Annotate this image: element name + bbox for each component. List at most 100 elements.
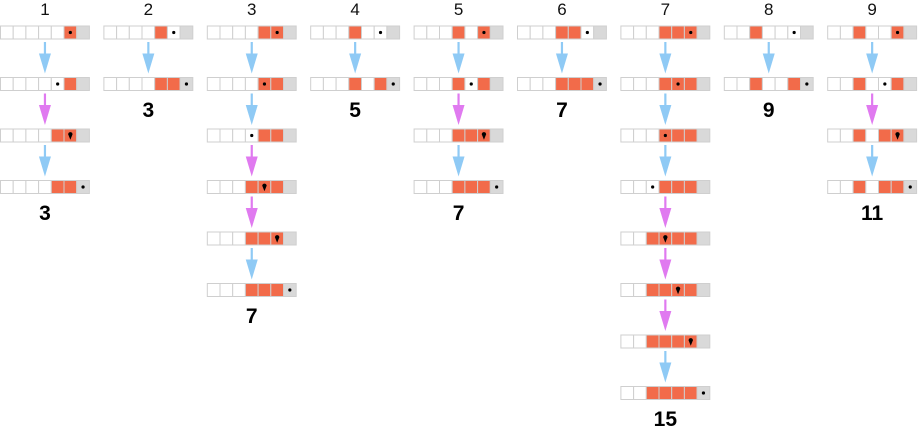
head-dot-icon [81,185,85,189]
tape-cell-empty [12,180,27,194]
head-dot-icon [651,185,655,189]
tape-cell-filled [671,128,685,143]
tape-end-cell [903,128,918,143]
tape-cell-filled [257,25,272,40]
tape-cell-filled [567,77,582,91]
tape-cell-empty [426,77,440,91]
tape-end-cell [696,77,711,91]
tape-cell-empty [232,283,246,297]
tape-end-cell [283,180,297,194]
tape-cell-filled [580,77,595,91]
head-drop-icon [481,132,487,140]
arrow-down-blue-icon [866,53,879,74]
tape-cell-filled [451,128,466,143]
tape-cell-empty [361,77,375,91]
tape-cell-empty [620,283,635,297]
tape-end-cell [283,25,297,40]
head-dot-icon [805,82,809,86]
tape-cell-empty [219,25,234,40]
tape-cell-empty [645,25,660,40]
tape-cell-filled [477,180,491,194]
tape-cell-filled [852,77,867,91]
tape-cell-empty [232,128,246,143]
tape-cell-filled [671,231,685,246]
tape-cell-empty [827,77,841,91]
tape-cell-filled [683,180,698,194]
tape-cell-empty [244,77,259,91]
tape-cell-filled [658,77,673,91]
input-label: 2 [143,0,154,19]
head-dot-icon [676,82,680,86]
tape-end-cell [76,128,90,143]
tape-cell-empty [633,283,647,297]
arrow-down-pink-icon [866,105,879,125]
tape-cell-empty [865,128,879,143]
tape-cell-empty [322,77,337,91]
tape-cell-empty [128,25,143,40]
tape-cell-empty [439,77,453,91]
tape-cell-filled [749,77,763,91]
head-dot-icon [391,82,395,86]
head-dot-icon [663,133,667,138]
tape-cell-empty [620,25,635,40]
tape-cell-empty [232,77,246,91]
head-dot-icon [689,30,693,35]
arrow-down-blue-icon [659,105,672,125]
tape-cell-empty [0,25,14,40]
tape-cell-empty [12,128,27,143]
tape-cell-empty [645,128,660,143]
tape-end-cell [179,25,194,40]
tape-cell-empty [620,231,635,246]
tape-cell-filled [645,386,660,400]
result-label: 7 [452,201,465,225]
tape-cell-empty [413,180,428,194]
tape-cell-empty [232,231,246,246]
arrow-down-pink-icon [659,259,672,280]
arrow-down-blue-icon [659,53,672,74]
tape-cell-filled [244,231,259,246]
head-dot-icon [908,185,912,189]
tape-cell-filled [451,77,466,91]
tape-cell-empty [335,77,350,91]
tape-cell-empty [633,386,647,400]
tape-cell-filled [683,77,698,91]
tape-cell-empty [206,283,221,297]
tape-end-cell [489,25,504,40]
head-dot-icon [68,30,72,35]
tape-cell-empty [413,25,428,40]
tape-end-cell [76,77,90,91]
tape-cell-empty [310,25,324,40]
arrow-down-blue-icon [38,156,51,177]
head-dot-icon [883,82,887,86]
tape-cell-empty [633,77,647,91]
tape-end-cell [696,283,711,297]
tape-end-cell [903,77,918,91]
tape-cell-filled [270,283,284,297]
tape-cell-filled [749,25,763,40]
tape-cell-empty [103,77,118,91]
tape-cell-empty [542,25,557,40]
tape-cell-empty [723,25,738,40]
tape-cell-empty [219,77,234,91]
tape-cell-empty [426,128,440,143]
tape-end-cell [696,334,711,349]
tape-cell-empty [620,334,635,349]
tape-cell-empty [141,25,156,40]
tape-cell-empty [865,77,879,91]
tape-cell-empty [464,25,479,40]
arrow-down-blue-icon [659,156,672,177]
tape-cell-empty [620,386,635,400]
result-label: 7 [245,304,258,328]
arrow-down-blue-icon [245,259,258,280]
tape-end-cell [696,128,711,143]
input-label: 8 [764,0,774,19]
tape-cell-empty [827,25,841,40]
input-label: 9 [867,0,877,19]
tape-cell-filled [852,25,867,40]
input-label: 4 [350,0,360,19]
tape-cell-empty [206,231,221,246]
tape-cell-empty [633,25,647,40]
tape-cell-filled [878,180,892,194]
tape-cell-filled [257,231,272,246]
